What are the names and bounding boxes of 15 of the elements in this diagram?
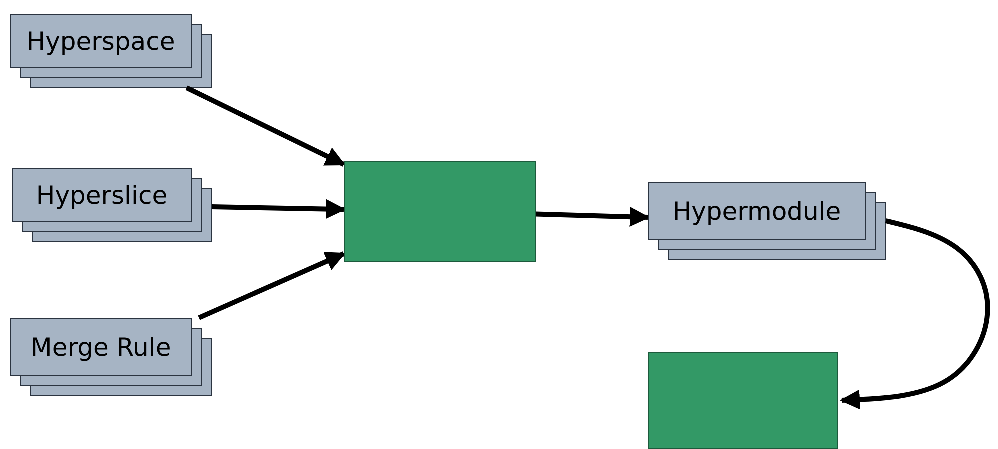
arrow: [840, 218, 990, 410]
process-box: [344, 161, 536, 262]
node-label: Merge Rule: [30, 332, 172, 362]
arrow: [198, 252, 346, 320]
stacked-card: [10, 318, 192, 376]
stacked-card: [12, 168, 192, 222]
node-label: Hyperspace: [26, 26, 176, 56]
node-label: Hyperslice: [36, 180, 168, 210]
arrow: [536, 207, 650, 228]
process-box: [648, 352, 838, 449]
stacked-card: [10, 14, 192, 68]
node-label: Hypermodule: [672, 196, 842, 226]
arrow: [212, 199, 346, 220]
arrow: [186, 86, 346, 167]
stacked-card: [648, 182, 866, 240]
